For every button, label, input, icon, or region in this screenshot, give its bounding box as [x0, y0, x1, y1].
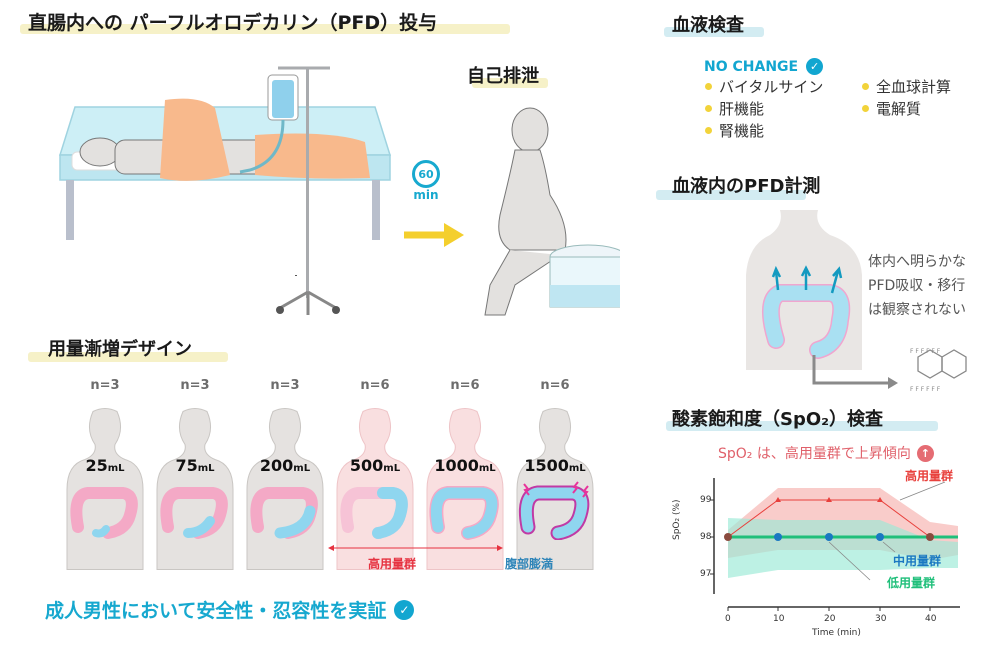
dose-design-highlight [28, 352, 228, 362]
blood-test-highlight [664, 27, 764, 37]
timer: 60 min [412, 160, 440, 202]
stopwatch-icon: 60 [412, 160, 440, 188]
pfd-note: 体内へ明らかな PFD吸収・移行 は観察されない [868, 250, 966, 322]
list-item: 電解質 [862, 97, 951, 119]
pfd-measurement-title: 血液内のPFD計測 [672, 176, 821, 197]
high-dose-range-arrow [328, 545, 503, 551]
group-n-label: n=6 [450, 378, 480, 393]
list-item: 腎機能 [705, 119, 823, 141]
dose-volume: 25mL [85, 456, 125, 475]
y-axis-label: SpO₂ (%) [672, 499, 682, 540]
spo2-line-chart [710, 478, 960, 611]
dose-volume: 200mL [259, 456, 311, 475]
bullet-icon [862, 82, 869, 90]
arrow-up-circle-icon: ↑ [916, 444, 934, 462]
legend-high-dose: 高用量群 [905, 469, 954, 483]
pfd-measurement-highlight [656, 190, 806, 200]
self-excretion-title: 自己排泄 [467, 66, 539, 87]
timer-unit: min [413, 188, 439, 202]
spo2-title: 酸素飽和度（SpO₂）検査 [672, 409, 884, 430]
bullet-icon [705, 82, 712, 90]
x-tick: 40 [925, 614, 937, 624]
check-circle-icon: ✓ [806, 58, 824, 75]
group-n-label: n=6 [360, 378, 390, 393]
colon-icon [160, 487, 228, 539]
dose-volume: 1000mL [434, 456, 496, 475]
x-tick: 30 [875, 614, 887, 624]
dose-volume: 75mL [175, 456, 215, 475]
group-n-label: n=6 [540, 378, 570, 393]
group-n-label: n=3 [180, 378, 210, 393]
torso-absorption-illustration: F F F F F F F F F F F F [746, 210, 967, 393]
page-title: 直腸内への パーフルオロデカリン（PFD）投与 [28, 12, 438, 34]
title-highlight [20, 24, 510, 34]
svg-text:F F F F F F: F F F F F F [910, 386, 941, 393]
bullet-icon [705, 104, 712, 112]
rectal-administration-illustration [58, 66, 392, 315]
x-tick: 0 [725, 614, 731, 624]
conclusion: 成人男性において安全性・忍容性を実証 ✓ [45, 596, 415, 623]
colon-icon [429, 486, 499, 540]
blood-test-list-2: 全血球計算 電解質 [862, 75, 951, 119]
legend-low-dose: 低用量群 [887, 576, 936, 590]
colon-icon [70, 487, 138, 539]
seated-person-illustration [484, 107, 620, 316]
x-tick: 10 [773, 614, 785, 624]
svg-text:F F F F F F: F F F F F F [910, 348, 941, 355]
note-line: 体内へ明らかな [868, 254, 966, 270]
colon-icon [340, 487, 408, 539]
bloating-label: 腹部膨満 [505, 557, 554, 571]
arrow-right-icon [404, 223, 464, 247]
legend-mid-dose: 中用量群 [893, 554, 942, 568]
x-tick: 20 [824, 614, 836, 624]
list-item: 全血球計算 [862, 75, 951, 97]
list-item: 肝機能 [705, 97, 823, 119]
note-line: PFD吸収・移行 [868, 278, 966, 294]
group-n-label: n=3 [90, 378, 120, 393]
note-line: は観察されない [868, 302, 966, 318]
bloated-colon-icon [518, 481, 590, 540]
bullet-icon [705, 126, 712, 134]
blood-test-title: 血液検査 [672, 15, 744, 36]
no-change-status: NO CHANGE ✓ [704, 58, 824, 75]
high-dose-group-label: 高用量群 [368, 557, 417, 571]
pfd-molecule-icon [917, 349, 967, 379]
low-mid-dose-band [728, 518, 958, 578]
conclusion-text: 成人男性において安全性・忍容性を実証 [45, 600, 387, 622]
y-tick: 97 [700, 569, 712, 579]
spo2-annotation: SpO₂ は、高用量群で上昇傾向 ↑ [718, 443, 934, 463]
list-item: バイタルサイン [705, 75, 823, 97]
x-axis-label: Time (min) [812, 628, 861, 638]
self-excretion-highlight [472, 78, 548, 88]
dose-volume: 1500mL [524, 456, 586, 475]
check-circle-icon: ✓ [394, 599, 415, 620]
group-n-label: n=3 [270, 378, 300, 393]
y-tick: 98 [700, 532, 712, 542]
dose-design-title: 用量漸増デザイン [48, 339, 192, 360]
bullet-icon [862, 104, 869, 112]
dose-volume: 500mL [349, 456, 401, 475]
y-tick: 99 [700, 495, 712, 505]
blood-test-list-1: バイタルサイン 肝機能 腎機能 [705, 75, 823, 141]
status-text: NO CHANGE [704, 58, 799, 75]
spo2-highlight [666, 421, 938, 431]
colon-icon [250, 487, 318, 539]
annotation-text: SpO₂ は、高用量群で上昇傾向 [718, 446, 911, 462]
